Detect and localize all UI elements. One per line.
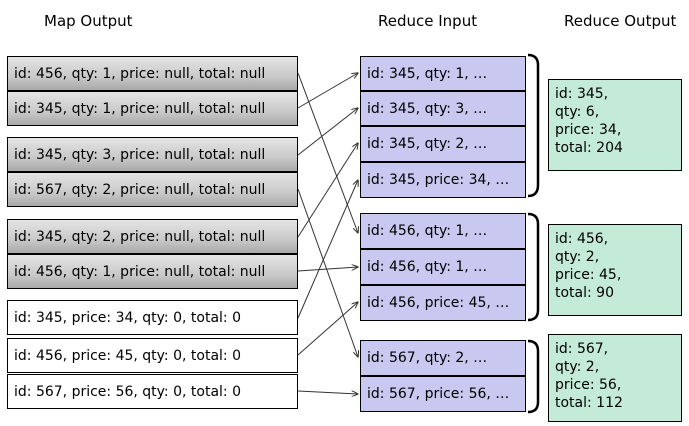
- reduce-input-record: id: 567, price: 56, …: [360, 376, 526, 412]
- map-output-record: id: 567, qty: 2, price: null, total: nul…: [7, 172, 298, 207]
- edge-map6-to-red6: [297, 267, 358, 272]
- price-record: id: 345, price: 34, qty: 0, total: 0: [7, 300, 298, 335]
- output-line: qty: 2,: [555, 249, 600, 265]
- output-line: id: 345,: [555, 86, 609, 102]
- reduce-input-record: id: 345, qty: 3, …: [360, 91, 526, 126]
- group-brace-456: [527, 212, 540, 322]
- price-record: id: 567, price: 56, qty: 0, total: 0: [7, 374, 298, 409]
- group-brace-345: [527, 53, 540, 198]
- reduce-input-record: id: 456, qty: 1, …: [360, 213, 526, 249]
- reduce-input-record: id: 345, qty: 1, …: [360, 56, 526, 91]
- edge-map4-to-red8: [297, 188, 358, 357]
- reduce-input-record: id: 345, price: 34, …: [360, 162, 526, 198]
- reduce-input-record: id: 567, qty: 2, …: [360, 340, 526, 376]
- output-line: total: 112: [555, 395, 623, 411]
- edge-map7-to-red4: [297, 180, 358, 319]
- edge-map2-to-red1: [297, 73, 358, 109]
- output-line: total: 204: [555, 140, 623, 156]
- output-line: price: 34,: [555, 122, 622, 138]
- edge-map9-to-red9: [297, 390, 358, 394]
- output-line: price: 56,: [555, 377, 622, 393]
- price-record: id: 456, price: 45, qty: 0, total: 0: [7, 338, 298, 373]
- map-output-header: Map Output: [44, 12, 133, 30]
- group-brace-567: [527, 339, 540, 414]
- output-line: id: 456,: [555, 231, 609, 247]
- output-line: total: 90: [555, 285, 614, 301]
- reduce-input-record: id: 345, qty: 2, …: [360, 126, 526, 162]
- map-output-record: id: 345, qty: 1, price: null, total: nul…: [7, 91, 298, 126]
- edge-map8-to-red7: [297, 302, 358, 356]
- reduce-output-header: Reduce Output: [564, 12, 677, 30]
- reduce-input-record: id: 456, price: 45, …: [360, 285, 526, 321]
- output-line: id: 567,: [555, 341, 609, 357]
- output-line: qty: 2,: [555, 359, 600, 375]
- map-output-record: id: 345, qty: 2, price: null, total: nul…: [7, 219, 298, 254]
- reduce-output-record: id: 456, qty: 2, price: 45, total: 90: [548, 224, 682, 316]
- edge-map5-to-red3: [297, 143, 358, 238]
- output-line: qty: 6,: [555, 104, 600, 120]
- map-output-record: id: 456, qty: 1, price: null, total: nul…: [7, 56, 298, 91]
- edge-map1-to-red5: [297, 72, 358, 233]
- output-line: price: 45,: [555, 267, 622, 283]
- reduce-output-record: id: 345, qty: 6, price: 34, total: 204: [548, 79, 682, 171]
- edge-map3-to-red2: [297, 108, 358, 156]
- map-output-record: id: 456, qty: 1, price: null, total: nul…: [7, 254, 298, 289]
- reduce-input-header: Reduce Input: [378, 12, 478, 30]
- reduce-output-record: id: 567, qty: 2, price: 56, total: 112: [548, 334, 682, 422]
- map-output-record: id: 345, qty: 3, price: null, total: nul…: [7, 137, 298, 172]
- reduce-input-record: id: 456, qty: 1, …: [360, 249, 526, 285]
